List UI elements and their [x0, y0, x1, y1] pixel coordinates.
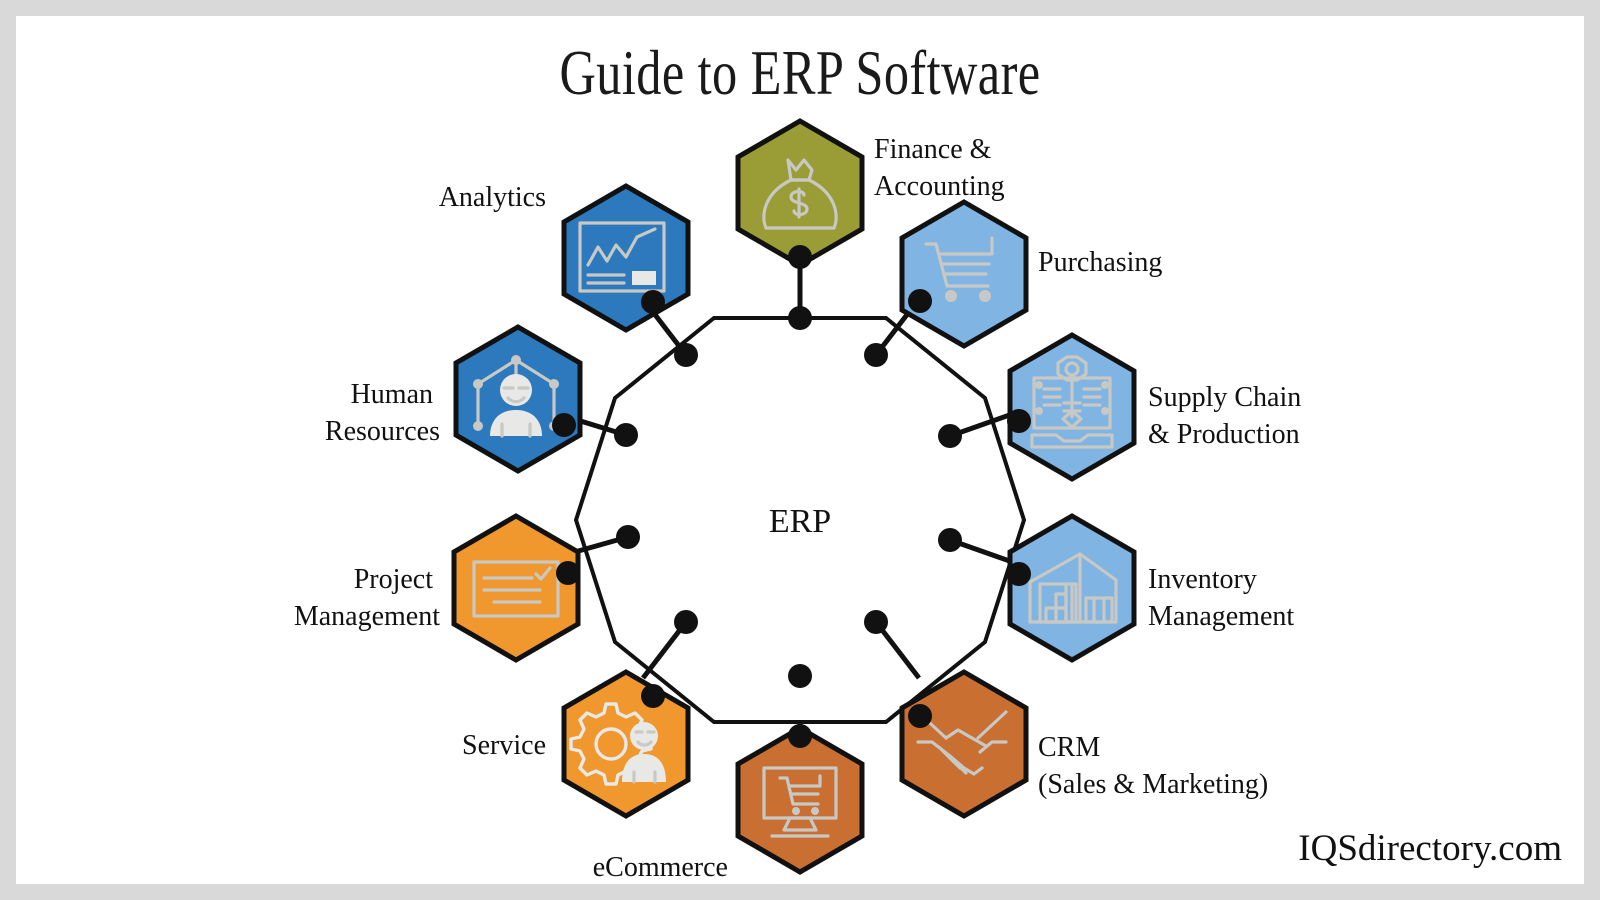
label-line-1: Human — [351, 379, 433, 410]
label-project-management: Project Management — [294, 564, 440, 632]
node-dot-inventory — [1007, 562, 1031, 586]
label-line-2: Accounting — [874, 171, 1005, 202]
node-dot-purchasing — [908, 289, 932, 313]
node-purchasing[interactable]: Purchasing — [899, 199, 1162, 349]
gear-person-icon — [569, 702, 666, 786]
production-network-icon — [1030, 355, 1114, 449]
node-dot-finance — [788, 245, 812, 269]
label-purchasing: Purchasing — [1038, 247, 1162, 278]
label-human-resources: Human Resources — [325, 379, 440, 447]
label-inventory-management: Inventory Management — [1148, 564, 1294, 632]
node-dot-project — [556, 561, 580, 585]
monitor-cart-icon — [762, 766, 838, 838]
label-analytics: Analytics — [439, 182, 546, 213]
label-line-2: Management — [1148, 601, 1294, 632]
warehouse-icon — [1028, 552, 1118, 624]
node-ecommerce[interactable]: eCommerce — [593, 724, 865, 883]
analytics-chart-icon — [578, 221, 666, 293]
node-service[interactable]: Service — [462, 669, 691, 819]
site-watermark: IQSdirectory.com — [1298, 828, 1562, 869]
connector-inventory — [949, 537, 1019, 567]
node-project-management[interactable]: Project Management — [294, 513, 581, 663]
node-dot-ecommerce — [788, 724, 812, 748]
node-dot-crm — [908, 704, 932, 728]
label-line-1: Project — [354, 564, 434, 595]
label-line-1: Inventory — [1148, 564, 1257, 595]
center-label: ERP — [769, 503, 831, 540]
handshake-icon — [916, 710, 1008, 776]
shopping-cart-icon — [924, 236, 994, 302]
infographic-canvas: Guide to ERP Software — [16, 16, 1584, 884]
node-analytics[interactable]: Analytics — [439, 182, 691, 333]
checklist-document-icon — [472, 560, 560, 618]
label-ecommerce: eCommerce — [593, 852, 728, 883]
label-finance-accounting: Finance & Accounting — [874, 134, 1005, 202]
label-service: Service — [462, 730, 546, 761]
label-line-1: Purchasing — [1038, 247, 1162, 278]
label-line-2: & Production — [1148, 419, 1300, 450]
node-finance-accounting[interactable]: Finance & Accounting — [735, 118, 1005, 269]
label-line-2: Management — [294, 601, 440, 632]
node-dot-supply-chain — [1007, 409, 1031, 433]
erp-hub-diagram: Finance & Accounting Purchasing — [294, 118, 1308, 883]
node-inventory-management[interactable]: Inventory Management — [1007, 513, 1294, 663]
label-line-1: Supply Chain — [1148, 382, 1301, 413]
label-line-1: Service — [462, 730, 546, 761]
node-crm-sales-marketing[interactable]: CRM (Sales & Marketing) — [899, 669, 1268, 819]
money-bag-icon — [762, 158, 838, 230]
label-line-2: (Sales & Marketing) — [1038, 769, 1268, 800]
label-supply-chain-production: Supply Chain & Production — [1148, 382, 1308, 450]
label-line-1: Finance & — [874, 134, 992, 165]
label-line-1: Analytics — [439, 182, 546, 213]
label-line-1: eCommerce — [593, 852, 728, 883]
node-human-resources[interactable]: Human Resources — [325, 324, 583, 474]
label-crm-sales-marketing: CRM (Sales & Marketing) — [1038, 732, 1268, 800]
ring-node-dots — [614, 306, 962, 688]
page-title: Guide to ERP Software — [559, 38, 1041, 108]
label-line-1: CRM — [1038, 732, 1100, 763]
label-line-2: Resources — [325, 416, 440, 447]
node-dot-hr — [552, 413, 576, 437]
node-supply-chain-production[interactable]: Supply Chain & Production — [1007, 332, 1308, 482]
center-ring — [573, 316, 1027, 724]
node-dot-analytics — [641, 290, 665, 314]
node-dot-service — [641, 684, 665, 708]
connector-supply-chain — [949, 409, 1019, 439]
